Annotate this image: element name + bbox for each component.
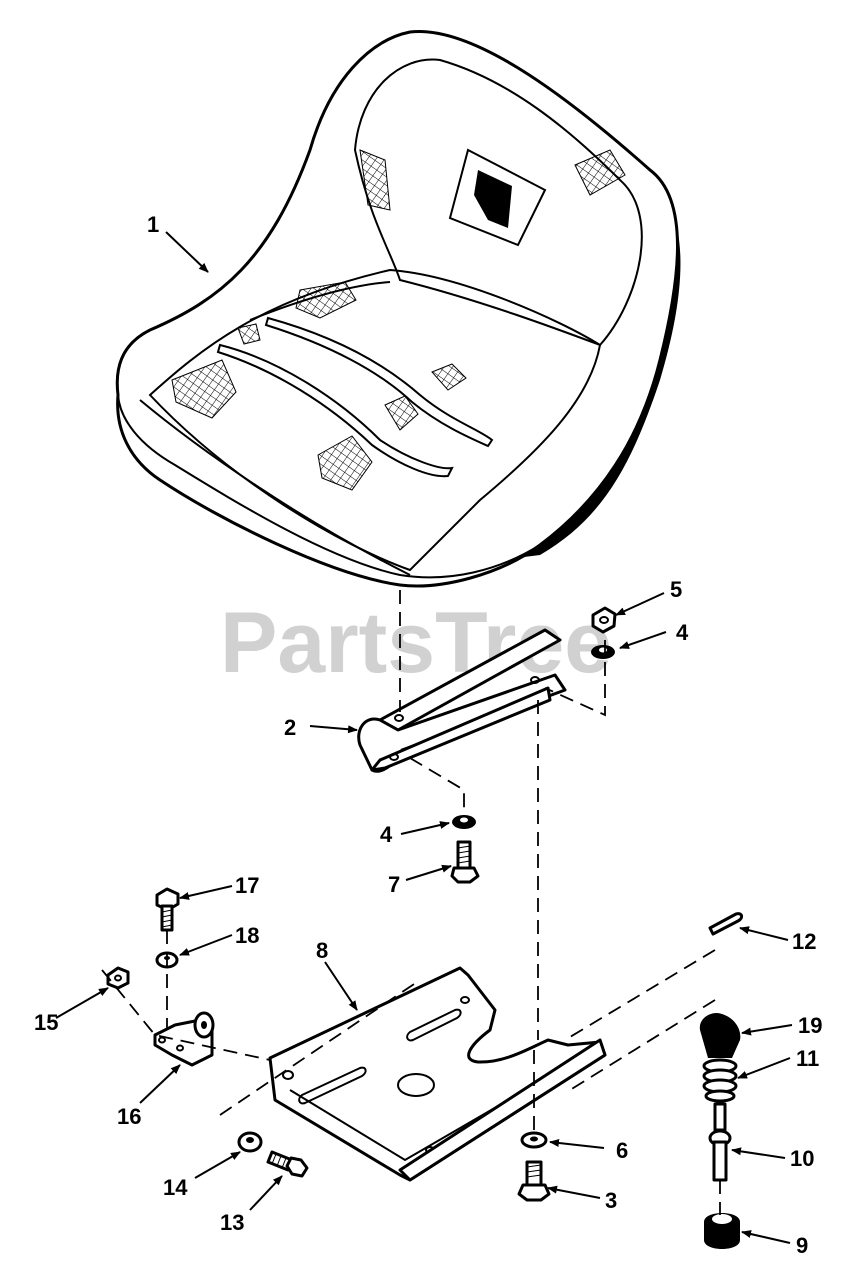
bolt-17 bbox=[155, 887, 180, 932]
callout-4-lower: 4 bbox=[380, 822, 393, 847]
callout-1: 1 bbox=[147, 212, 159, 237]
callout-19: 19 bbox=[798, 1013, 822, 1038]
nut-5 bbox=[591, 606, 617, 634]
knob-9 bbox=[704, 1213, 740, 1249]
callout-15: 15 bbox=[34, 1010, 58, 1035]
bolt-7 bbox=[450, 840, 480, 884]
pin-10 bbox=[708, 1102, 732, 1182]
callout-16: 16 bbox=[117, 1104, 141, 1129]
washer-4-top bbox=[591, 645, 615, 659]
washer-4-lower bbox=[452, 815, 476, 829]
spacer-14 bbox=[237, 1131, 263, 1153]
seat-bracket bbox=[357, 628, 567, 773]
knob-19 bbox=[699, 1012, 741, 1058]
seat bbox=[115, 29, 681, 588]
callout-12: 12 bbox=[792, 929, 816, 954]
callout-3: 3 bbox=[605, 1188, 617, 1213]
nut-15 bbox=[106, 966, 130, 990]
callout-labels: 1 2 3 4 4 5 6 7 8 9 10 11 12 13 14 15 16… bbox=[34, 212, 822, 1258]
callout-8: 8 bbox=[316, 938, 328, 963]
callout-7: 7 bbox=[388, 872, 400, 897]
callout-4-top: 4 bbox=[676, 620, 689, 645]
bolt-3 bbox=[517, 1160, 551, 1202]
base-plate bbox=[268, 966, 607, 1182]
callout-11: 11 bbox=[796, 1046, 819, 1071]
callout-10: 10 bbox=[790, 1146, 814, 1171]
callout-9: 9 bbox=[796, 1233, 808, 1258]
callout-5: 5 bbox=[670, 577, 682, 602]
callout-13: 13 bbox=[220, 1210, 244, 1235]
leader-lines bbox=[55, 231, 793, 1244]
bolt-13 bbox=[266, 1150, 309, 1178]
callout-6: 6 bbox=[616, 1138, 628, 1163]
callout-14: 14 bbox=[163, 1175, 188, 1200]
cotter-pin-12 bbox=[708, 912, 744, 936]
callout-2: 2 bbox=[284, 715, 296, 740]
assembly-lines bbox=[101, 590, 721, 1215]
pivot-bracket-16 bbox=[153, 1011, 215, 1067]
spring-11 bbox=[702, 1058, 738, 1103]
callout-18: 18 bbox=[235, 923, 259, 948]
callout-17: 17 bbox=[235, 873, 259, 898]
washer-6 bbox=[520, 1131, 548, 1149]
